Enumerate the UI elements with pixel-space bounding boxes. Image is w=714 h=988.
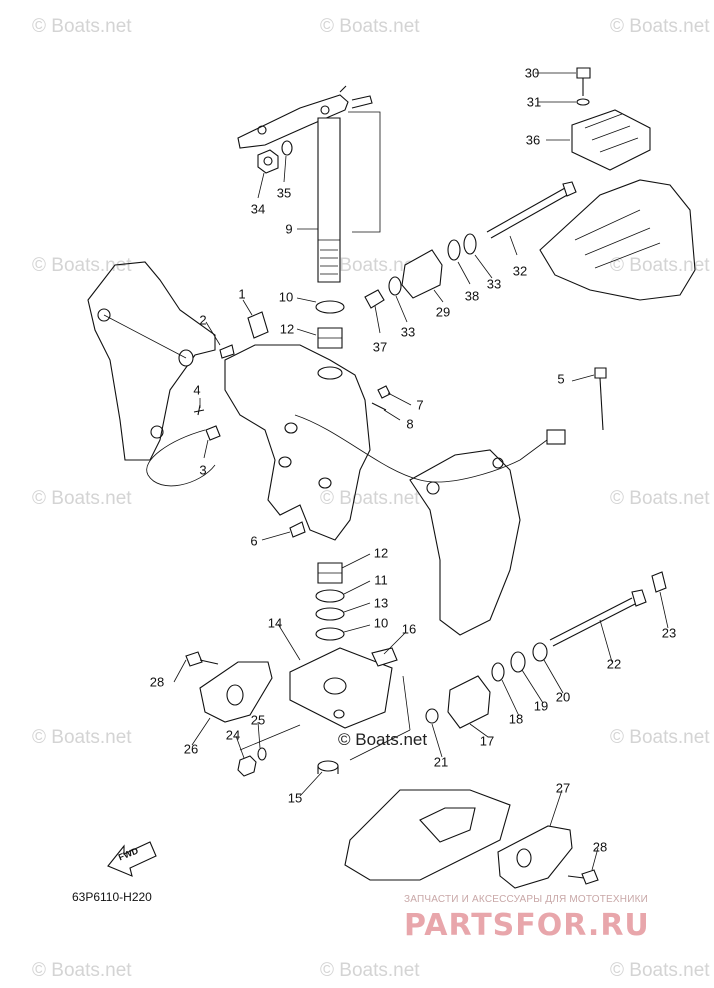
nut-and-washer [257,140,293,174]
callout-25: 25 [250,712,266,728]
lower-fasteners [237,747,339,777]
callout-14: 14 [267,615,283,631]
upper-rubber-mount [364,233,477,309]
long-bolt-upper [486,181,577,239]
lower-bushing-stack [315,562,345,641]
callout-23: 23 [661,625,677,641]
shop-tagline: ЗАПЧАСТИ И АКСЕССУАРЫ ДЛЯ МОТОТЕХНИКИ [404,894,649,905]
callout-35: 35 [276,185,292,201]
lower-mount-bracket [289,647,398,729]
watermark-text: © Boats.net [610,16,710,37]
watermark-text: © Boats.net [320,16,420,37]
watermark-text: © Boats.net [32,255,132,276]
steering-arm [237,85,373,149]
callout-19: 19 [533,698,549,714]
callout-34: 34 [250,201,266,217]
lower-mount-housing [344,789,511,881]
left-clamp-bracket [87,261,216,461]
callout-12: 12 [373,545,389,561]
callout-20: 20 [555,689,571,705]
callout-3: 3 [199,462,207,478]
callout-11: 11 [374,572,388,588]
upper-mount-housing [539,179,696,301]
callout-38: 38 [464,288,480,304]
callout-24: 24 [225,727,241,743]
callout-15: 15 [287,790,303,806]
callout-10: 10 [373,615,389,631]
center-watermark: © Boats.net [338,730,428,749]
callout-33: 33 [486,276,502,292]
callout-9: 9 [285,221,293,237]
wire-harness [146,414,566,487]
side-cover-right [497,825,599,889]
shop-logo: PARTSFOR.RU [404,908,650,943]
watermark-text: © Boats.net [32,16,132,37]
callout-1: 1 [238,286,246,302]
watermark-text: © Boats.net [320,255,420,276]
swivel-bracket [224,344,371,541]
callout-12: 12 [279,321,295,337]
mount-cap [571,109,651,171]
steering-shaft [317,111,381,283]
diagram-code: 63P6110-H220 [72,890,152,904]
watermark-text: © Boats.net [610,727,710,748]
callout-18: 18 [508,711,524,727]
callout-37: 37 [372,339,388,355]
fwd-arrow [107,841,157,877]
lower-rubber-mount [425,571,667,729]
watermark-text: © Boats.net [32,960,132,981]
callout-16: 16 [401,621,417,637]
callout-31: 31 [526,94,542,110]
tie-wrap [594,367,607,431]
watermark-text: © Boats.net [610,960,710,981]
watermark-text: © Boats.net [610,488,710,509]
callout-6: 6 [250,533,258,549]
callout-17: 17 [479,733,495,749]
top-bolt [576,67,591,106]
callout-28: 28 [592,839,608,855]
callout-2: 2 [199,312,207,328]
callout-13: 13 [373,595,389,611]
callout-33: 33 [400,324,416,340]
watermark-text: © Boats.net [610,255,710,276]
side-cover-left [185,651,273,723]
callout-29: 29 [435,304,451,320]
watermark-text: © Boats.net [320,960,420,981]
callout-27: 27 [555,780,571,796]
callout-5: 5 [557,371,565,387]
watermark-text: © Boats.net [32,488,132,509]
watermark-text: © Boats.net [32,727,132,748]
right-clamp-bracket [409,449,521,636]
leader-lines [173,72,669,871]
callout-7: 7 [416,397,424,413]
watermark-text: © Boats.net [320,488,420,509]
upper-bushing [315,300,345,349]
callout-28: 28 [149,674,165,690]
callout-8: 8 [406,416,414,432]
small-fasteners [193,311,391,538]
callout-4: 4 [193,382,201,398]
callout-10: 10 [278,289,294,305]
callout-30: 30 [524,65,540,81]
callout-22: 22 [606,656,622,672]
callout-32: 32 [512,263,528,279]
callout-26: 26 [183,741,199,757]
callout-21: 21 [433,754,449,770]
callout-36: 36 [525,132,541,148]
